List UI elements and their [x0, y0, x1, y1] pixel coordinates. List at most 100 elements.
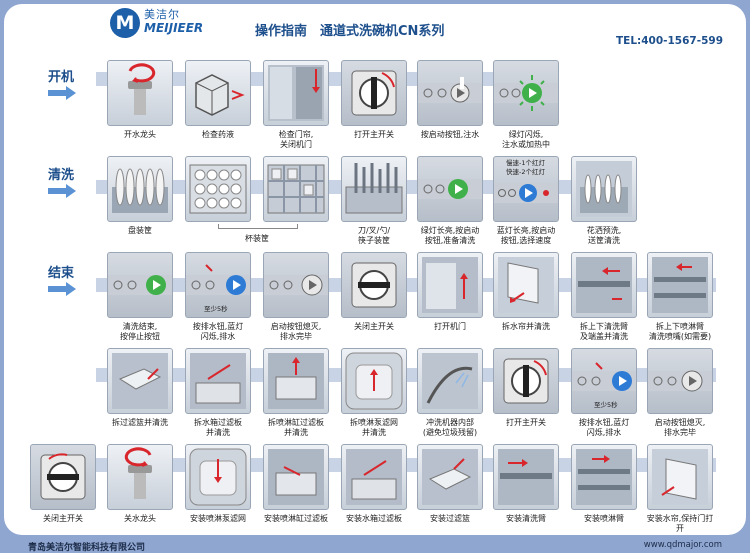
- open-door-icon: [422, 257, 478, 313]
- step-install-spray-tank-filter: [263, 444, 329, 510]
- spray-arm-icon: [576, 449, 632, 505]
- caption-open-tap: 开水龙头: [124, 130, 156, 139]
- step-main-switch-on: [341, 60, 407, 126]
- step-drain-done-b: [647, 348, 713, 414]
- caption-green-flash: 绿灯闪烁,注水或加热中: [502, 130, 550, 149]
- step-plate-rack: [107, 156, 173, 222]
- detergent-icon: [195, 74, 245, 116]
- step-remove-tank-filter: [185, 348, 251, 414]
- step-remove-filter-basket: [107, 348, 173, 414]
- wash-arm-icon: [576, 257, 632, 313]
- blue-button-icon: [494, 183, 558, 203]
- cup-rack-icon: [267, 164, 325, 214]
- caption-install-pump-screen: 安装喷淋泵滤网: [190, 514, 246, 523]
- caption-remove-filter-basket: 拆过滤篮并清洗: [112, 418, 168, 427]
- website-link[interactable]: www.qdmajor.com: [643, 540, 722, 550]
- filter-basket-icon: [422, 449, 478, 505]
- arrow-right-icon: [48, 86, 76, 100]
- step-remove-spray-arms: [647, 252, 713, 318]
- caption-press-stop: 清洗结束,按停止按钮: [120, 322, 160, 341]
- section-start-label: 开机: [48, 70, 75, 85]
- tank-filter-icon: [346, 449, 402, 505]
- arrow-right-icon: [48, 282, 76, 296]
- step-install-pump-screen: [185, 444, 251, 510]
- step-cup-rack-a: [185, 156, 251, 222]
- caption-install-spray-arms: 安装喷淋臂: [584, 514, 624, 523]
- curtain-install-icon: [652, 449, 708, 505]
- step-green-flash: [493, 60, 559, 126]
- caption-remove-spray-arms: 拆上下喷淋臂清洗喷嘴(如需要): [648, 322, 712, 341]
- logo-name-en: MEIJIEER: [144, 21, 204, 35]
- caption-remove-curtain: 拆水帘并清洗: [502, 322, 550, 331]
- cup-rack-icon: [189, 164, 247, 214]
- step-remove-curtain: [493, 252, 559, 318]
- green-light-icon: [494, 75, 558, 111]
- caption-drain-a: 按排水钮,蓝灯闪烁,排水: [192, 322, 244, 341]
- step-check-detergent: [185, 60, 251, 126]
- start-button-icon: [418, 77, 482, 103]
- caption-install-filter-basket: 安装过滤篮: [430, 514, 470, 523]
- caption-main-switch-off-a: 关闭主开关: [354, 322, 394, 331]
- step-green-steady: [417, 156, 483, 222]
- step-drain-done-a: [263, 252, 329, 318]
- step-press-stop: [107, 252, 173, 318]
- main-switch-icon: [40, 453, 86, 500]
- caption-install-tank-filter: 安装水箱过滤板: [346, 514, 402, 523]
- step-cup-rack-b: [263, 156, 329, 222]
- tank-filter-icon: [190, 353, 246, 409]
- step-drain-a: 至少5秒: [185, 252, 251, 318]
- spray-arm-icon: [652, 257, 708, 313]
- curtain-remove-icon: [498, 257, 554, 313]
- caption-cup-rack: 杯装筐: [245, 234, 269, 243]
- caption-main-switch-on-b: 打开主开关: [506, 418, 546, 427]
- caption-blue-steady: 蓝灯长亮,按启动按钮,选择速度: [496, 226, 556, 245]
- caption-remove-pump-screen: 拆喷淋泵滤网并清洗: [350, 418, 398, 437]
- hold-note-a: 至少5秒: [204, 305, 228, 313]
- step-main-switch-on-b: [493, 348, 559, 414]
- button-off-icon: [264, 274, 328, 296]
- stop-button-icon: [108, 275, 172, 295]
- step-press-start: [417, 60, 483, 126]
- caption-main-switch-off-b: 关闭主开关: [43, 514, 83, 523]
- step-prewash: [571, 156, 637, 222]
- brand-logo: M 美洁尔 MEIJIEER: [110, 6, 230, 42]
- caption-green-steady: 绿灯长亮,按启动按钮,准备清洗: [420, 226, 480, 245]
- caption-remove-spray-tank-filter: 拆喷淋缸过滤板并清洗: [268, 418, 324, 437]
- step-remove-wash-arms: [571, 252, 637, 318]
- caption-plate-rack: 盘装筐: [128, 226, 152, 235]
- logo-badge: M: [110, 8, 140, 38]
- step-close-tap: [107, 444, 173, 510]
- step-main-switch-off-b: [30, 444, 96, 510]
- drain-button-icon: [572, 362, 636, 391]
- caption-check-detergent: 检查药液: [202, 130, 234, 139]
- caption-open-door: 打开机门: [434, 322, 466, 331]
- step-open-door: [417, 252, 483, 318]
- caption-drain-done-a: 启动按钮熄灭,排水完毕: [270, 322, 322, 341]
- step-blue-steady: 慢速-1个红灯 快速-2个红灯: [493, 156, 559, 222]
- step-check-curtain: [263, 60, 329, 126]
- logo-name-cn: 美洁尔: [144, 8, 180, 21]
- tel-number: TEL:400-1567-599: [616, 35, 723, 47]
- section-wash-label: 清洗: [48, 168, 75, 183]
- filter-basket-icon: [112, 353, 168, 409]
- step-remove-pump-screen: [341, 348, 407, 414]
- cup-rack-bracket: [218, 224, 298, 229]
- rinse-hose-icon: [422, 353, 478, 409]
- step-install-tank-filter: [341, 444, 407, 510]
- caption-remove-tank-filter: 拆水箱过滤板并清洗: [194, 418, 242, 437]
- hold-note-b: 至少5秒: [594, 401, 618, 409]
- caption-close-tap: 关水龙头: [124, 514, 156, 523]
- prewash-spray-icon: [576, 161, 632, 217]
- button-off-icon: [648, 370, 712, 392]
- speed-note-slow: 慢速-1个红灯: [506, 159, 545, 167]
- step-install-filter-basket: [417, 444, 483, 510]
- spray-tank-filter-icon: [268, 353, 324, 409]
- faucet-icon: [124, 447, 152, 499]
- caption-prewash: 花洒预洗,送筐清洗: [586, 226, 622, 245]
- speed-note-fast: 快速-2个红灯: [506, 168, 545, 176]
- step-main-switch-off-a: [341, 252, 407, 318]
- main-switch-icon: [503, 358, 549, 404]
- plate-rack-icon: [112, 168, 168, 213]
- step-open-tap: [107, 60, 173, 126]
- pump-screen-icon: [189, 448, 247, 506]
